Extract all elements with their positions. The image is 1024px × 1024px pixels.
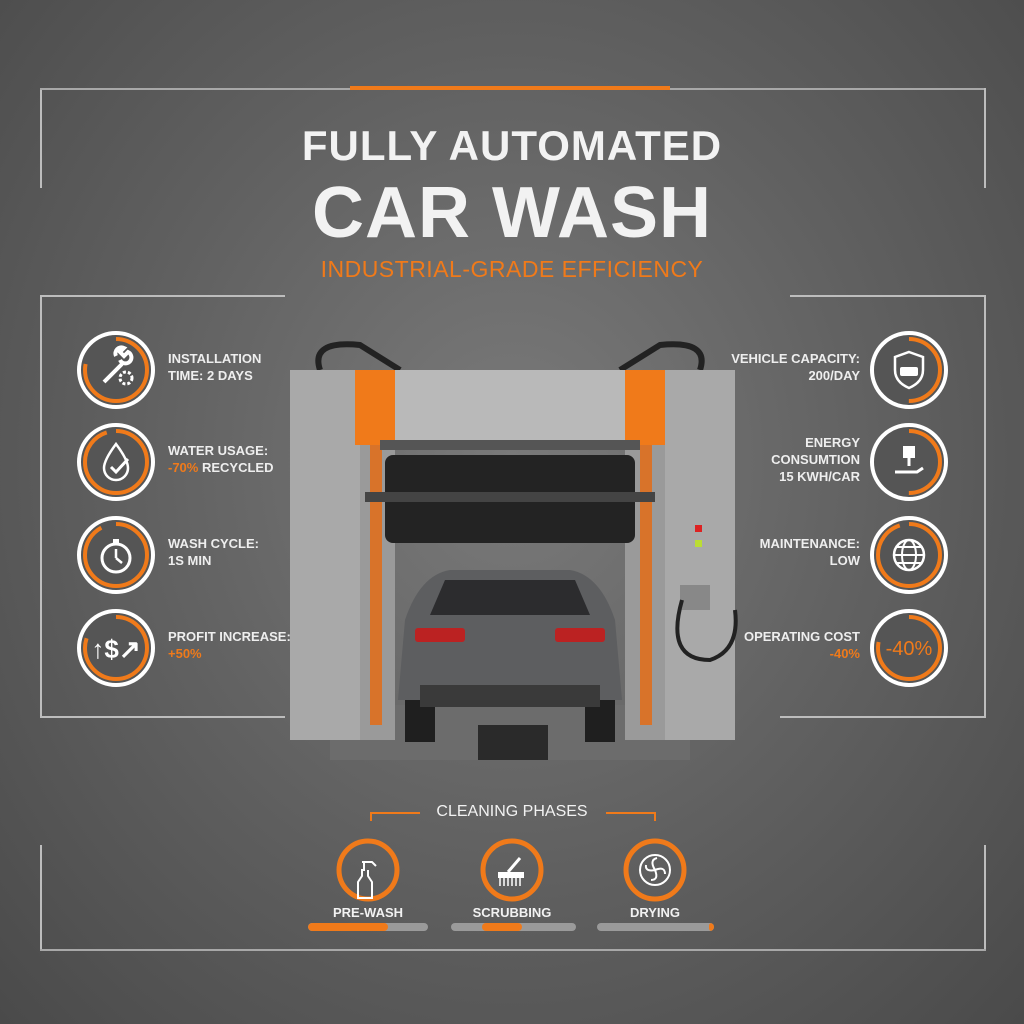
left-feature-text: WATER USAGE:-70% RECYCLED bbox=[168, 443, 274, 475]
phase-label: DRYING bbox=[629, 905, 681, 920]
right-feature-text: MAINTENANCE:LOW bbox=[759, 536, 860, 568]
svg-text:↑$↗: ↑$↗ bbox=[91, 634, 140, 664]
spray-bottle-icon bbox=[336, 838, 400, 907]
frame-line bbox=[40, 295, 42, 717]
frame-line bbox=[984, 295, 986, 717]
right-feature-text: VEHICLE CAPACITY:200/DAY bbox=[731, 351, 860, 383]
dollar-growth-icon: ↑$↗ bbox=[76, 608, 156, 688]
frame-line bbox=[40, 88, 42, 188]
phase-label: SCRUBBING bbox=[472, 905, 552, 920]
car-shield-icon bbox=[869, 330, 949, 410]
frame-line bbox=[40, 949, 986, 951]
phases-bracket-right bbox=[654, 812, 656, 821]
scrub-brush-icon bbox=[480, 838, 544, 907]
svg-text:-40%: -40% bbox=[886, 638, 933, 660]
stopwatch-icon bbox=[76, 515, 156, 595]
phases-bracket-left bbox=[370, 812, 372, 821]
phase-progress-bar bbox=[597, 923, 714, 931]
percent-badge-icon: -40% bbox=[869, 608, 949, 688]
phases-bracket-left bbox=[370, 812, 420, 814]
car-wash-machine-illustration bbox=[290, 341, 738, 760]
phase-label: PRE-WASH bbox=[332, 905, 404, 920]
frame-line bbox=[40, 295, 285, 297]
phases-title: CLEANING PHASES bbox=[436, 803, 588, 820]
globe-icon bbox=[869, 515, 949, 595]
wrench-gear-icon bbox=[76, 330, 156, 410]
left-feature-text: WASH CYCLE:1S MIN bbox=[168, 536, 259, 568]
frame-line bbox=[780, 716, 986, 718]
title-line1: FULLY AUTOMATED bbox=[301, 122, 723, 169]
fan-icon bbox=[623, 838, 687, 907]
frame-line bbox=[40, 716, 285, 718]
right-feature-text: OPERATING COST-40% bbox=[743, 629, 860, 661]
frame-line bbox=[984, 845, 986, 950]
water-drop-check-icon bbox=[76, 422, 156, 502]
frame-line bbox=[40, 845, 42, 950]
phases-bracket-right bbox=[606, 812, 656, 814]
subtitle: INDUSTRIAL-GRADE EFFICIENCY bbox=[320, 256, 704, 282]
title-line2: CAR WASH bbox=[312, 173, 712, 253]
left-feature-text: PROFIT INCREASE:+50% bbox=[168, 629, 291, 661]
phase-progress-bar bbox=[451, 923, 576, 931]
frame-line bbox=[984, 88, 986, 188]
accent-line bbox=[350, 86, 670, 90]
plug-hand-icon bbox=[869, 422, 949, 502]
phase-progress-bar bbox=[308, 923, 428, 931]
frame-line bbox=[790, 295, 986, 297]
